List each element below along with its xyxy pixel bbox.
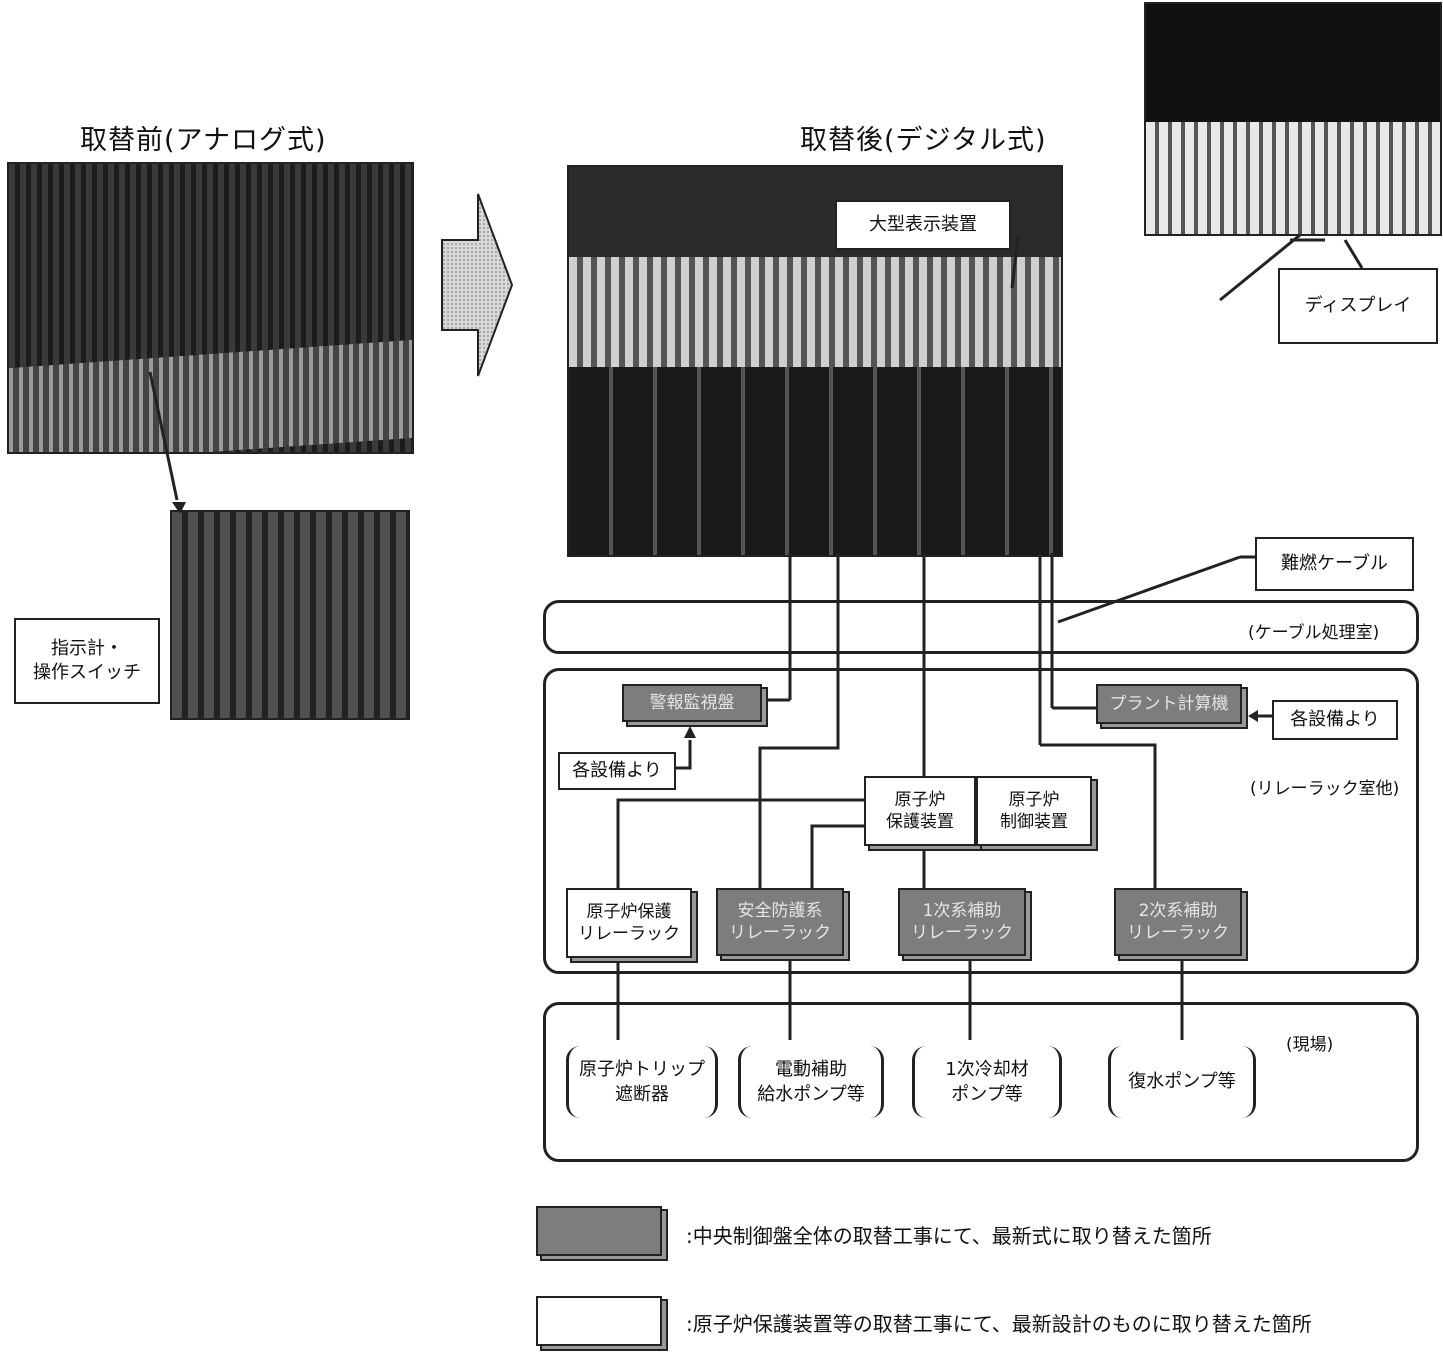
field-item-primary-coolant-pump: 1次冷却材 ポンプ等	[912, 1046, 1062, 1118]
reactor-protection-relay-rack: 原子炉保護 リレーラック	[566, 888, 692, 958]
plant-computer: プラント計算機	[1096, 684, 1242, 724]
safety-protection-relay-rack: 安全防護系 リレーラック	[716, 888, 844, 956]
reactor-protection-device: 原子炉 保護装置	[864, 776, 976, 846]
analog-control-room-photo	[7, 162, 414, 454]
display-screen-photo	[1144, 2, 1442, 236]
relay-room-label: (リレーラック室他)	[1250, 779, 1400, 799]
display-callout: ディスプレイ	[1278, 268, 1438, 344]
secondary-aux-relay-rack: 2次系補助 リレーラック	[1114, 888, 1242, 956]
primary-aux-relay-rack: 1次系補助 リレーラック	[898, 888, 1026, 956]
field-label: (現場)	[1286, 1035, 1334, 1055]
transition-arrow-icon	[441, 193, 514, 377]
field-item-reactor-trip-breaker: 原子炉トリップ 遮断器	[566, 1046, 718, 1118]
cable-room-region	[543, 600, 1419, 654]
relay-room-region	[543, 668, 1419, 974]
indicator-switch-callout: 指示計・ 操作スイッチ	[14, 618, 160, 704]
field-item-condensate-pump: 復水ポンプ等	[1108, 1046, 1256, 1118]
heading-after: 取替後(デジタル式)	[800, 125, 1047, 156]
legend-dark-swatch	[536, 1206, 662, 1256]
large-display-callout: 大型表示装置	[835, 200, 1011, 250]
from-equipment-right-callout: 各設備より	[1272, 700, 1398, 740]
heading-before: 取替前(アナログ式)	[80, 125, 327, 156]
field-item-aux-feedwater-pump: 電動補助 給水ポンプ等	[738, 1046, 884, 1118]
alarm-monitor-panel: 警報監視盤	[622, 684, 762, 722]
reactor-control-device: 原子炉 制御装置	[976, 776, 1092, 846]
analog-panel-closeup-photo	[170, 510, 410, 720]
legend-light-text: :原子炉保護装置等の取替工事にて、最新設計のものに取り替えた箇所	[686, 1312, 1312, 1336]
flame-cable-callout: 難燃ケーブル	[1255, 537, 1414, 591]
legend-light-swatch	[536, 1296, 662, 1346]
from-equipment-left-callout: 各設備より	[558, 752, 676, 790]
legend-dark-text: :中央制御盤全体の取替工事にて、最新式に取り替えた箇所	[686, 1224, 1212, 1248]
cable-room-label: (ケーブル処理室)	[1248, 623, 1380, 643]
field-region	[543, 1002, 1419, 1162]
